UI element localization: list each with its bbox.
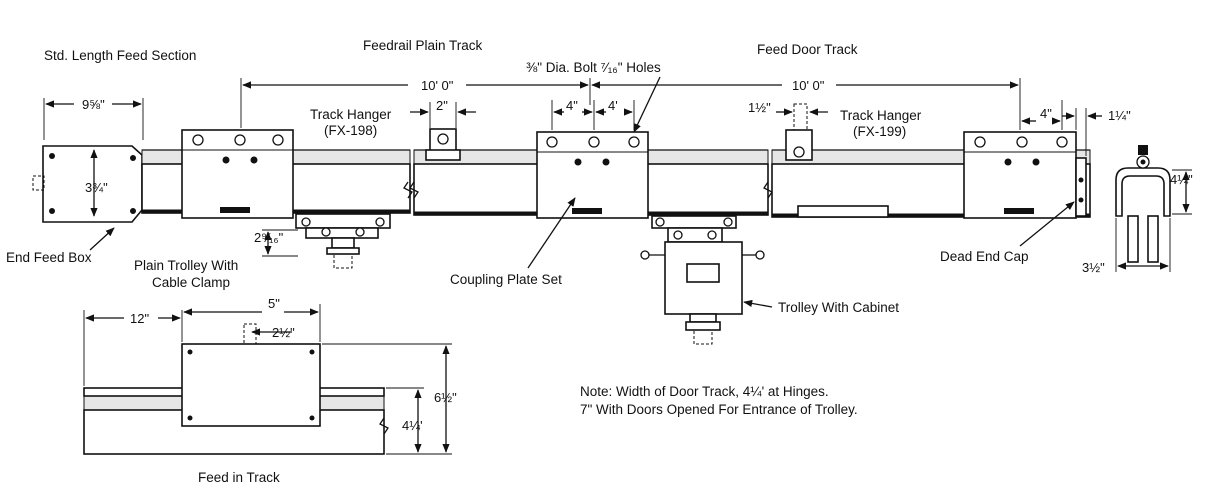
coupling-plate-leader [527, 197, 576, 269]
plain-trolley: 2⁹⁄₁₆" [254, 213, 391, 269]
dead-end-cap-leader [1019, 201, 1075, 247]
note-line-1: Note: Width of Door Track, 4¼' at Hinges… [580, 384, 829, 399]
dimension-two-inch: 2" [410, 98, 476, 128]
dim-3-3-4-label: 3¾" [85, 180, 108, 195]
end-feed-box: 9⅝" 3¾" [32, 97, 144, 223]
dimension-one-half: 1½" [748, 100, 828, 116]
title-feedrail-plain-track: Feedrail Plain Track [363, 38, 483, 53]
dim-12-label: 12" [130, 311, 149, 326]
plain-trolley-label-line2: Cable Clamp [152, 275, 230, 290]
track-hanger-1-part: (FX-198) [324, 123, 377, 138]
end-feed-box-label: End Feed Box [6, 250, 92, 265]
note-line-2: 7" With Doors Opened For Entrance of Tro… [580, 402, 858, 417]
dim-1-1-2-label: 1½" [748, 100, 771, 115]
track-section-middle [409, 128, 773, 219]
track-hanger-2-label: Track Hanger [840, 108, 922, 123]
feed-in-track: 12" 5" 2½" 6½" 4¼' [83, 296, 457, 455]
track-section-left [141, 129, 413, 219]
trolley-with-cabinet-label: Trolley With Cabinet [778, 300, 899, 315]
dimension-one-quarter: 1¼" [1062, 108, 1131, 156]
dim-3-1-2-label: 3½" [1082, 260, 1105, 275]
dim-4-b-label: 4' [608, 98, 618, 113]
dimension-four-inch-right: 4" [1021, 100, 1063, 130]
dim-2-label: 2" [436, 98, 448, 113]
dim-4-1-4-feed-label: 4¼' [402, 418, 423, 433]
dim-4-c-label: 4" [1040, 106, 1052, 121]
dimension-ten-feet-right: 10' 0" [589, 78, 1021, 130]
dim-4-a-label: 4" [566, 98, 578, 113]
dim-10-0-left-label: 10' 0" [421, 78, 454, 93]
dim-4-1-4-side-label: 4¼" [1170, 172, 1193, 187]
dim-5-label: 5" [268, 296, 280, 311]
dim-9-5-8-label: 9⅝" [82, 97, 105, 112]
dim-1-1-4-label: 1¼" [1108, 108, 1131, 123]
title-feed-door-track: Feed Door Track [757, 42, 858, 57]
track-hanger-2-part: (FX-199) [853, 124, 906, 139]
dim-6-1-2-label: 6½" [434, 390, 457, 405]
dim-10-0-right-label: 10' 0" [792, 78, 825, 93]
end-feed-box-leader [89, 227, 115, 251]
dimension-ten-feet-left: 10' 0" [240, 78, 589, 128]
title-std-length-feed-section: Std. Length Feed Section [44, 48, 196, 63]
coupling-plate-set-label: Coupling Plate Set [450, 272, 562, 287]
track-section-right [771, 103, 1091, 219]
trolley-with-cabinet [640, 215, 765, 345]
dim-2-1-2-label: 2½" [272, 325, 295, 340]
plain-trolley-label-line1: Plain Trolley With [134, 258, 238, 273]
trolley-cabinet-leader [743, 299, 773, 308]
dim-2-9-16-label: 2⁹⁄₁₆" [254, 230, 284, 245]
dimension-four-inch-pair: 4" 4' [551, 98, 635, 130]
bolt-holes-leader [633, 76, 661, 133]
track-hanger-1-label: Track Hanger [310, 107, 392, 122]
dead-end-cap-label: Dead End Cap [940, 249, 1029, 264]
track-cross-section: 4¼" 3½" [1082, 145, 1193, 275]
bolt-holes-label: ⅜" Dia. Bolt ⁷⁄₁₆" Holes [526, 60, 661, 75]
title-feed-in-track: Feed in Track [198, 470, 280, 485]
